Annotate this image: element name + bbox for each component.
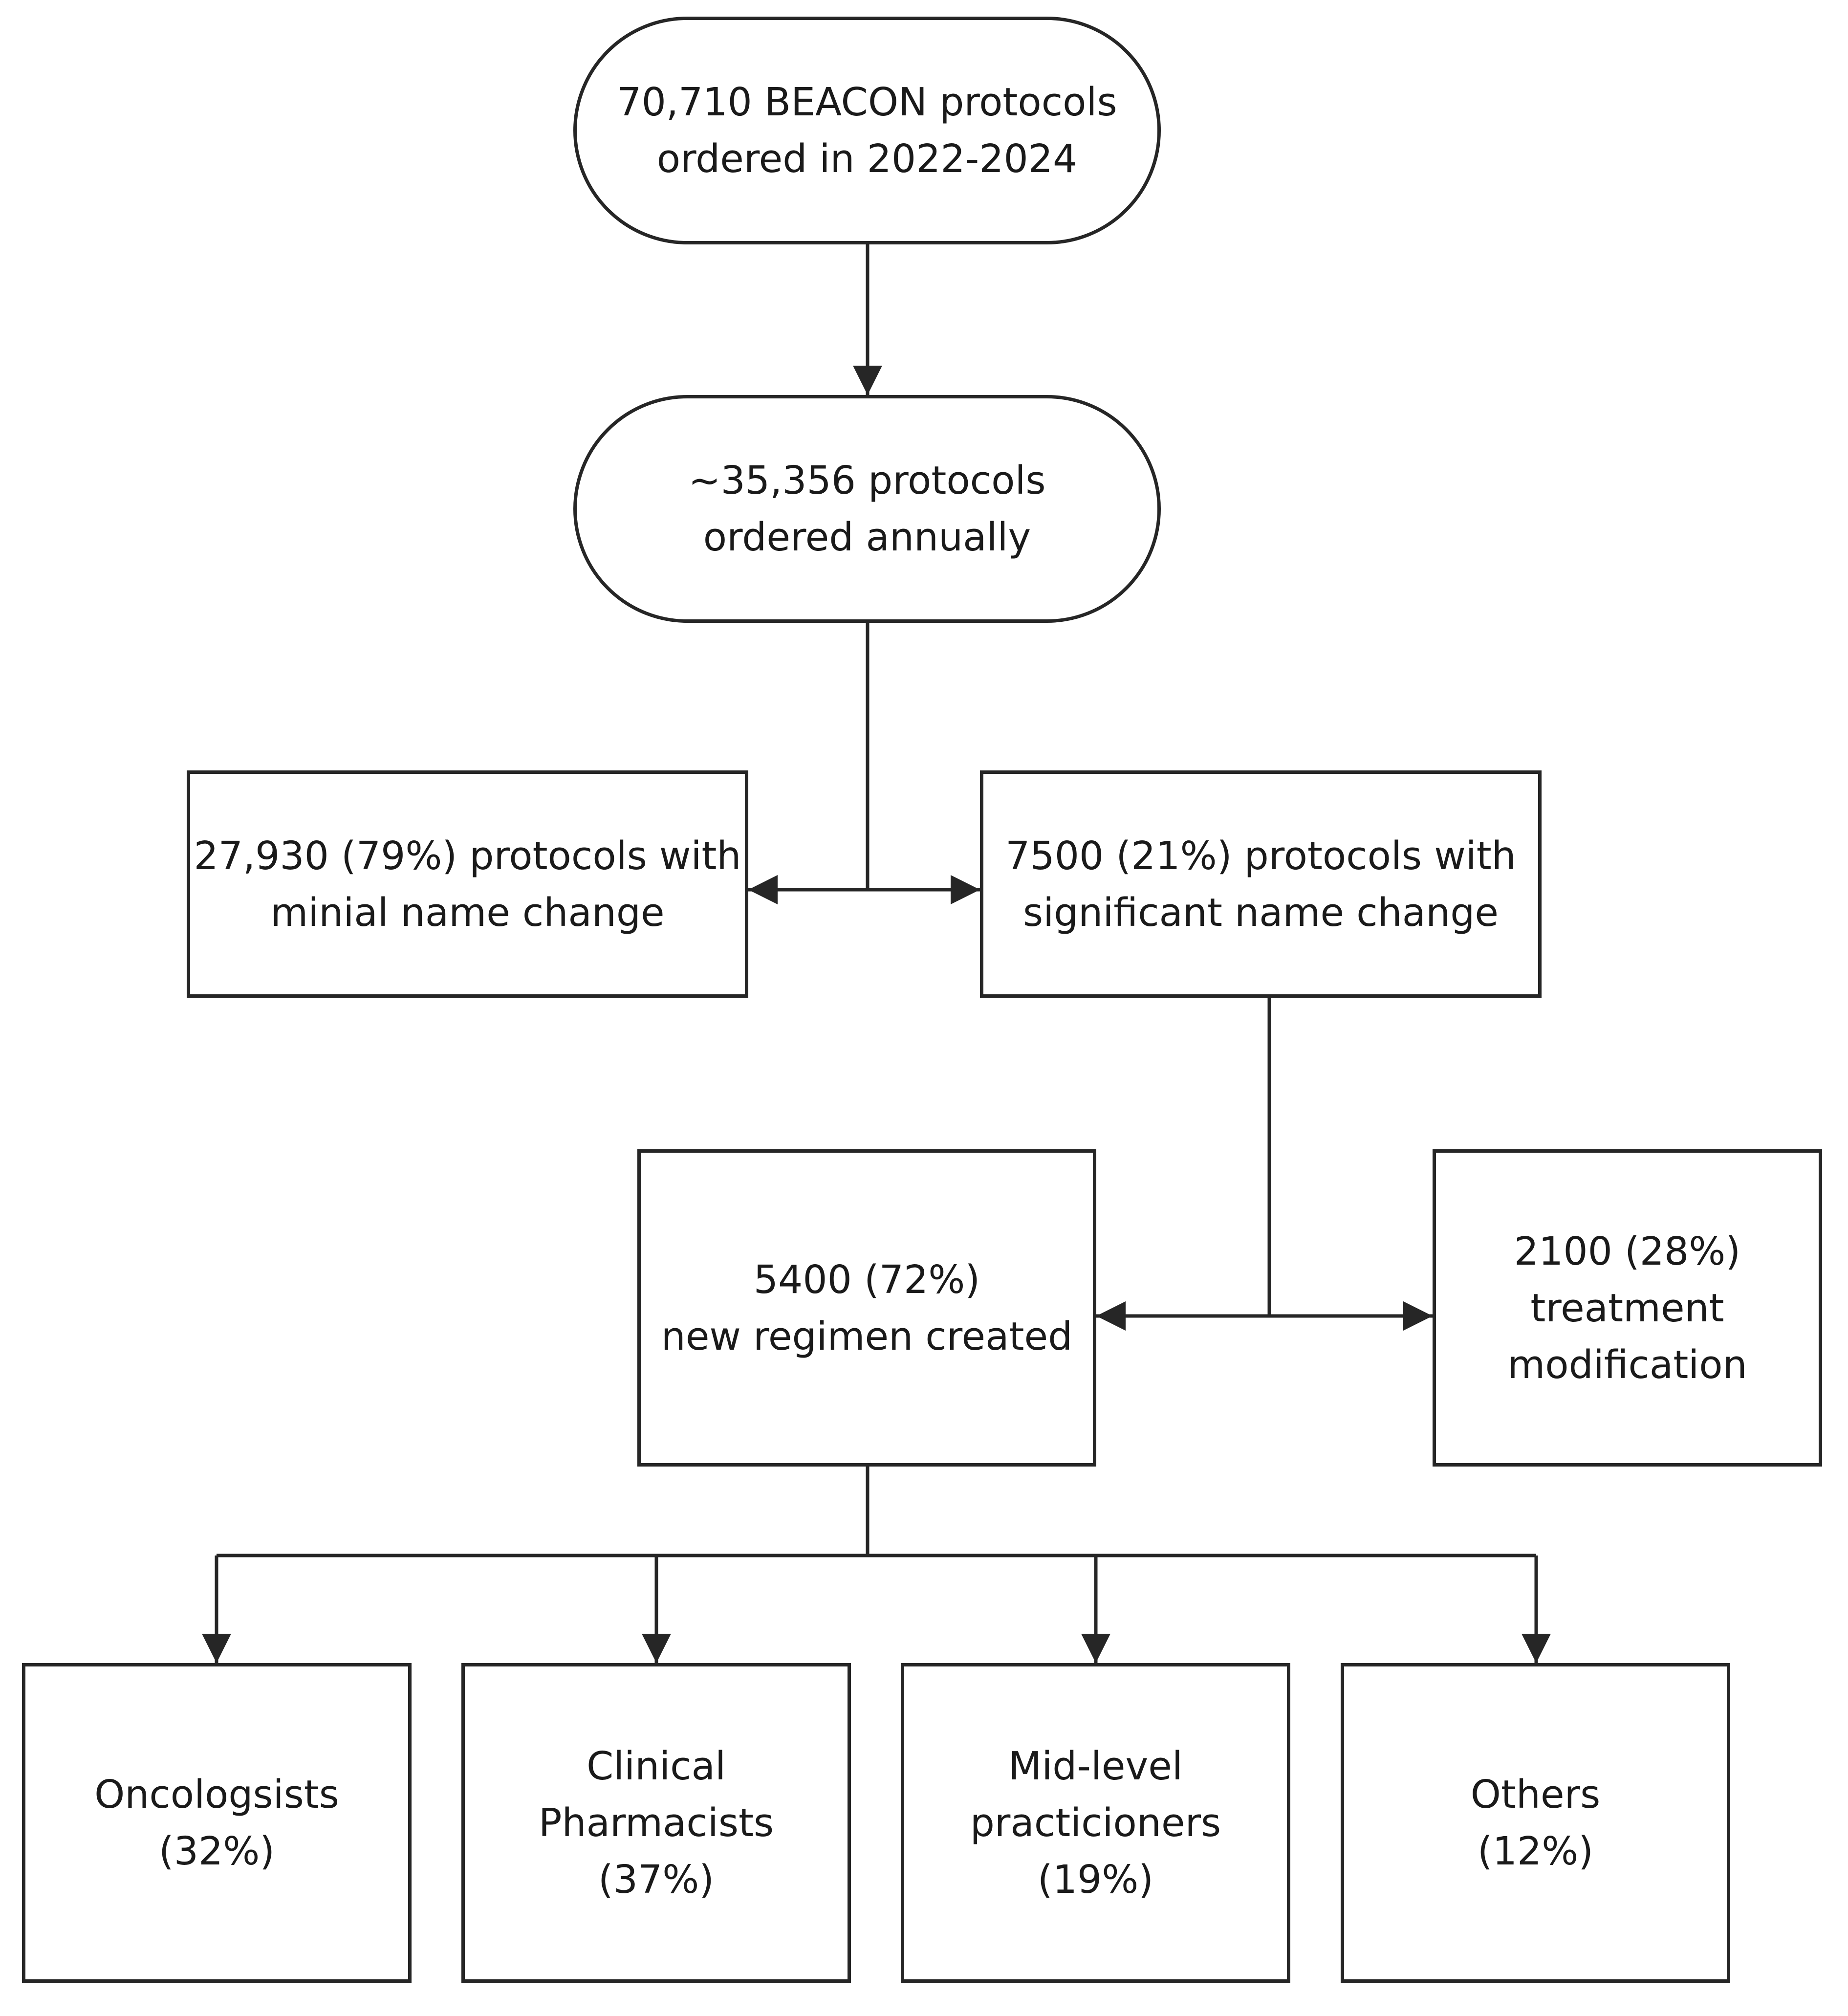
node-text-line: treatment (1530, 1285, 1724, 1331)
treatment-modification-node: 2100 (28%) treatment modification (1433, 1149, 1822, 1467)
node-text-line: (32%) (158, 1829, 275, 1874)
node-text-line: modification (1507, 1342, 1747, 1387)
node-text-line: practicioners (970, 1800, 1221, 1845)
node-text-line: Oncologsists (94, 1772, 339, 1817)
node-text-line: significant name change (1023, 890, 1499, 935)
node-text-line: 70,710 BEACON protocols (617, 80, 1117, 125)
minimal-name-change-node: 27,930 (79%) protocols with minial name … (187, 770, 748, 998)
others-node: Others (12%) (1341, 1663, 1730, 1983)
oncologists-node: Oncologsists (32%) (22, 1663, 412, 1983)
significant-name-change-node: 7500 (21%) protocols with significant na… (980, 770, 1542, 998)
node-text-line: 27,930 (79%) protocols with (194, 833, 741, 878)
node-text-line: (37%) (598, 1857, 715, 1902)
clinical-pharmacists-node: Clinical Pharmacists (37%) (461, 1663, 851, 1983)
node-text-line: new regimen created (661, 1314, 1073, 1359)
node-text-line: minial name change (270, 890, 665, 935)
node-text-line: (19%) (1037, 1857, 1154, 1902)
total-protocols-node: 70,710 BEACON protocols ordered in 2022-… (573, 17, 1161, 244)
node-text-line: 7500 (21%) protocols with (1005, 833, 1516, 878)
node-text-line: Others (1470, 1772, 1601, 1817)
mid-level-practitioners-node: Mid-level practicioners (19%) (901, 1663, 1290, 1983)
node-text-line: Pharmacists (538, 1800, 774, 1845)
node-text-line: ~35,356 protocols (688, 458, 1046, 503)
new-regimen-node: 5400 (72%) new regimen created (637, 1149, 1096, 1467)
node-text-line: 5400 (72%) (753, 1257, 980, 1302)
node-text-line: 2100 (28%) (1514, 1228, 1741, 1274)
node-text-line: ordered annually (703, 515, 1031, 560)
annual-protocols-node: ~35,356 protocols ordered annually (573, 395, 1161, 623)
node-text-line: (12%) (1477, 1829, 1594, 1874)
node-text-line: ordered in 2022-2024 (656, 136, 1078, 181)
node-text-line: Clinical (587, 1744, 726, 1789)
node-text-line: Mid-level (1008, 1744, 1183, 1789)
